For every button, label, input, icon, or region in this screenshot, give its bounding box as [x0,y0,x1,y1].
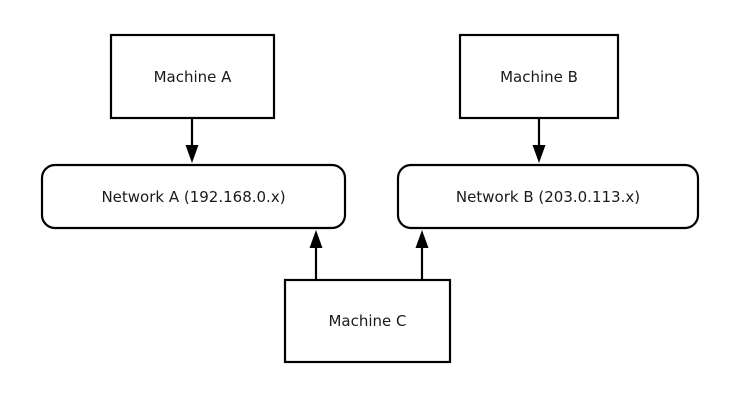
node-shape[interactable] [458,33,620,120]
arrowhead-up-icon [309,230,323,248]
edge-machine-c-to-network-a [309,230,323,281]
arrowhead-up-icon [415,230,429,248]
node-machine-c[interactable]: Machine C [283,278,452,364]
node-label: Machine A [154,68,233,86]
node-shape[interactable] [283,278,452,364]
edge-machine-b-to-network-b [532,118,546,163]
node-shape[interactable] [40,163,347,230]
node-label: Network B (203.0.113.x) [456,188,640,206]
node-network-b[interactable]: Network B (203.0.113.x) [396,163,700,230]
node-machine-a[interactable]: Machine A [109,33,276,120]
edge-machine-a-to-network-a [185,118,199,163]
node-machine-b[interactable]: Machine B [458,33,620,120]
edge-machine-c-to-network-b [415,230,429,281]
node-shape[interactable] [109,33,276,120]
node-label: Machine B [500,68,578,86]
arrowhead-down-icon [185,145,199,163]
node-network-a[interactable]: Network A (192.168.0.x) [40,163,347,230]
arrowhead-down-icon [532,145,546,163]
node-label: Network A (192.168.0.x) [101,188,285,206]
node-label: Machine C [328,312,406,330]
node-shape[interactable] [396,163,700,230]
